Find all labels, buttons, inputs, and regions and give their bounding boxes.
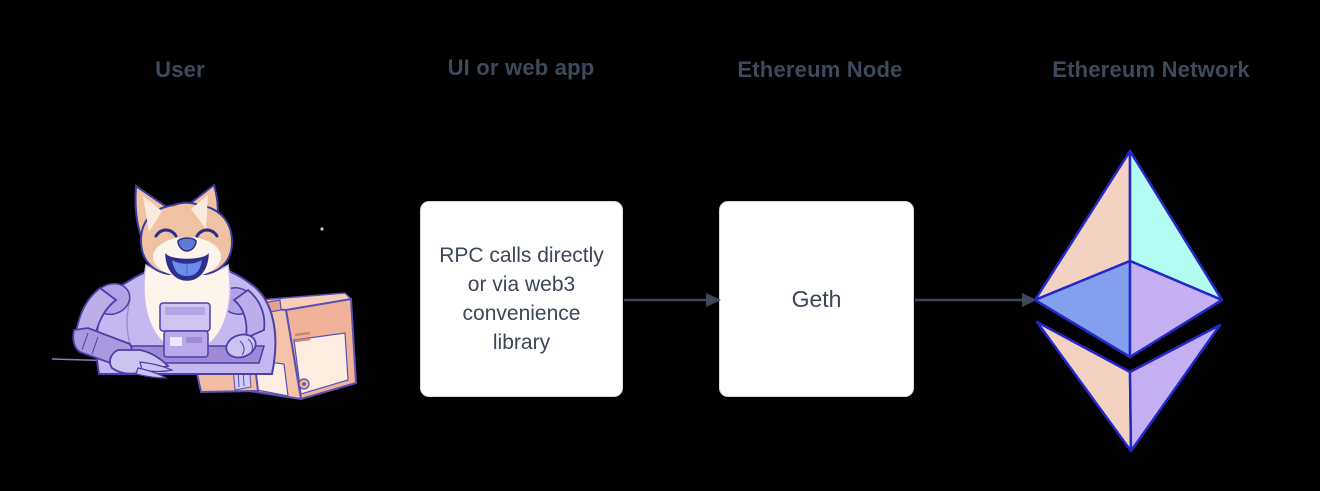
right-paw	[225, 333, 257, 359]
keyboard	[194, 343, 260, 394]
eth-face-upper-right	[1128, 149, 1224, 302]
sparkle	[320, 227, 324, 231]
doge-head	[139, 201, 234, 275]
left-paw	[109, 349, 170, 375]
nose	[177, 237, 197, 252]
left-inner-ear	[143, 196, 162, 232]
eth-base-right	[1128, 323, 1222, 453]
tongue	[172, 260, 202, 276]
suit-belt	[106, 345, 266, 364]
chest-fur	[143, 263, 231, 351]
right-shoulder-pad	[220, 287, 254, 315]
heading-ethereum-node: Ethereum Node	[737, 57, 903, 82]
heading-ui-or-web-app: UI or web app	[447, 55, 595, 80]
node-ethereum-node-text: Geth	[791, 285, 842, 312]
heading-ethereum-network: Ethereum Network	[1052, 57, 1250, 82]
arrowhead-icon	[1022, 293, 1037, 307]
right-eye	[195, 228, 219, 238]
heading-user: User	[155, 57, 205, 82]
desk-line	[51, 358, 153, 363]
retro-computer	[247, 292, 358, 401]
doge-face	[154, 228, 219, 281]
right-arm	[225, 288, 266, 359]
arrow-node-to-network	[915, 293, 1037, 307]
doge-astronaut-at-computer-icon	[51, 183, 358, 401]
left-eye	[154, 228, 178, 238]
eth-face-lower-right	[1128, 259, 1224, 359]
right-inner-ear	[191, 195, 208, 229]
left-shoulder-pad	[93, 282, 131, 316]
node-ui-web-app: RPC calls directly or via web3 convenien…	[420, 201, 623, 397]
node-ethereum-node: Geth	[719, 201, 914, 397]
doge-ears	[134, 183, 219, 248]
muzzle	[153, 237, 221, 277]
eth-face-lower-left	[1033, 259, 1132, 359]
open-mouth	[165, 253, 209, 281]
node-ui-web-app-text: RPC calls directly or via web3 convenien…	[439, 244, 604, 354]
spacesuit-torso	[95, 261, 277, 375]
ethereum-logo-icon	[1033, 149, 1224, 453]
eth-base-left	[1035, 320, 1133, 453]
eth-face-upper-left	[1033, 149, 1132, 302]
chest-control-box	[159, 302, 211, 358]
left-arm	[72, 286, 174, 379]
arrow-webapp-to-node	[624, 293, 721, 307]
